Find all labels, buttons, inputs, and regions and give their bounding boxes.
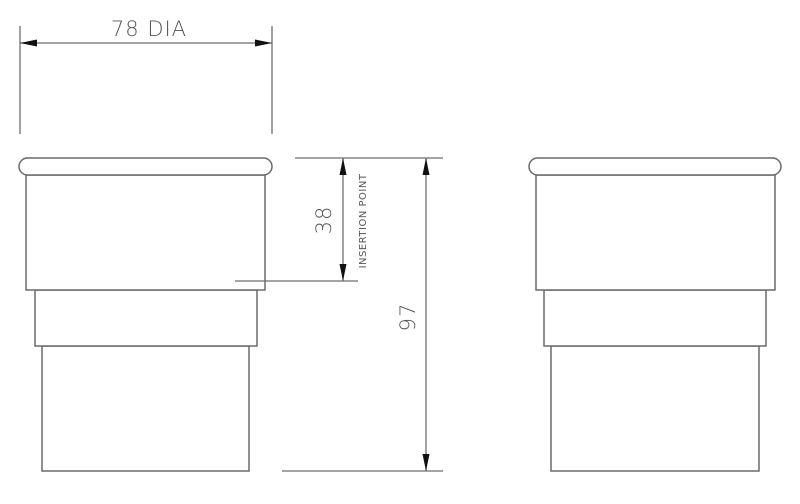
arrow-up-icon [422, 158, 430, 175]
insertion-point-note: INSERTION POINT [358, 173, 369, 268]
arrow-right-icon [255, 39, 272, 47]
step-section [543, 289, 767, 347]
height-value-label: 97 [396, 303, 420, 332]
spigot [41, 345, 250, 472]
socket-body [25, 174, 266, 291]
rim [18, 157, 273, 176]
arrow-down-icon [339, 264, 347, 281]
left-elevation-view [18, 157, 273, 472]
arrow-left-icon [20, 39, 37, 47]
overall-height-dimension: 97 [282, 158, 443, 472]
diameter-dimension: 78 DIA [19, 17, 273, 134]
step-section [34, 289, 258, 347]
spigot [550, 345, 760, 472]
arrow-down-icon [422, 454, 430, 471]
insertion-dimension: 38 INSERTION POINT [235, 157, 443, 282]
right-elevation-view [528, 157, 782, 472]
insertion-value-label: 38 [312, 206, 336, 235]
socket-body [535, 174, 776, 291]
arrow-up-icon [339, 158, 347, 175]
rim [528, 157, 782, 176]
diameter-label: 78 DIA [111, 17, 187, 41]
